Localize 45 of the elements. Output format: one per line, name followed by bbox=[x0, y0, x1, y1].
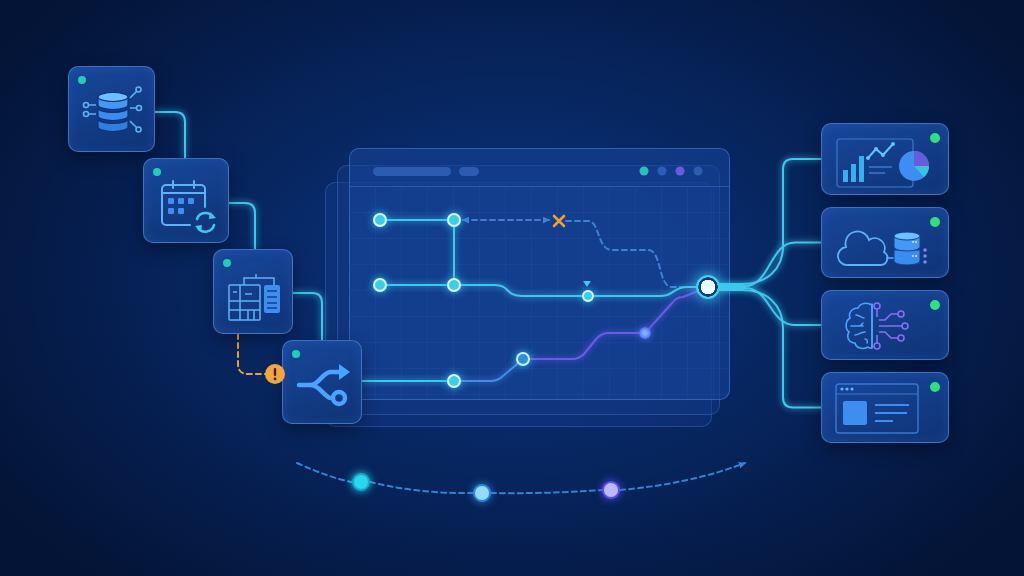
calendar-card bbox=[143, 158, 229, 243]
timeline-node bbox=[602, 481, 620, 499]
pipeline-node bbox=[373, 213, 387, 227]
connector bbox=[718, 289, 822, 409]
connector bbox=[460, 362, 519, 382]
pipeline-node bbox=[373, 278, 387, 292]
branch-card bbox=[282, 340, 362, 424]
cross-icon bbox=[552, 214, 566, 228]
web-page-card bbox=[821, 372, 949, 443]
dashed-connector bbox=[296, 462, 353, 483]
app-window bbox=[349, 148, 730, 400]
analytics-card bbox=[821, 123, 949, 195]
dashed-arrow bbox=[619, 461, 746, 491]
dashed-connector bbox=[237, 333, 266, 375]
cloud-storage-card bbox=[821, 207, 949, 278]
database-card bbox=[68, 66, 155, 152]
brain-network-card bbox=[821, 290, 949, 360]
connector bbox=[292, 292, 323, 341]
connector bbox=[718, 158, 822, 285]
connector bbox=[361, 380, 448, 382]
connector bbox=[386, 219, 448, 221]
timeline-node bbox=[473, 484, 491, 502]
hub-node bbox=[696, 275, 720, 299]
pipeline-node bbox=[582, 290, 594, 302]
pipeline-node bbox=[516, 352, 530, 366]
connector bbox=[453, 226, 455, 279]
connector bbox=[718, 287, 822, 326]
connector bbox=[718, 241, 822, 287]
connector bbox=[460, 284, 583, 297]
connector bbox=[593, 286, 697, 297]
pipeline-node bbox=[447, 374, 461, 388]
pipeline-node bbox=[639, 327, 651, 339]
connector bbox=[529, 332, 640, 360]
connector bbox=[154, 111, 186, 159]
connector bbox=[228, 202, 256, 250]
connector bbox=[386, 284, 448, 286]
pipeline-node bbox=[447, 213, 461, 227]
dashed-arrow bbox=[462, 216, 550, 224]
connector bbox=[648, 290, 698, 330]
warning-icon bbox=[265, 364, 285, 384]
schema-card bbox=[213, 249, 293, 334]
dashed-connector bbox=[369, 481, 474, 495]
timeline-node bbox=[352, 473, 370, 491]
pipeline-node bbox=[447, 278, 461, 292]
dashed-connector bbox=[490, 489, 603, 495]
